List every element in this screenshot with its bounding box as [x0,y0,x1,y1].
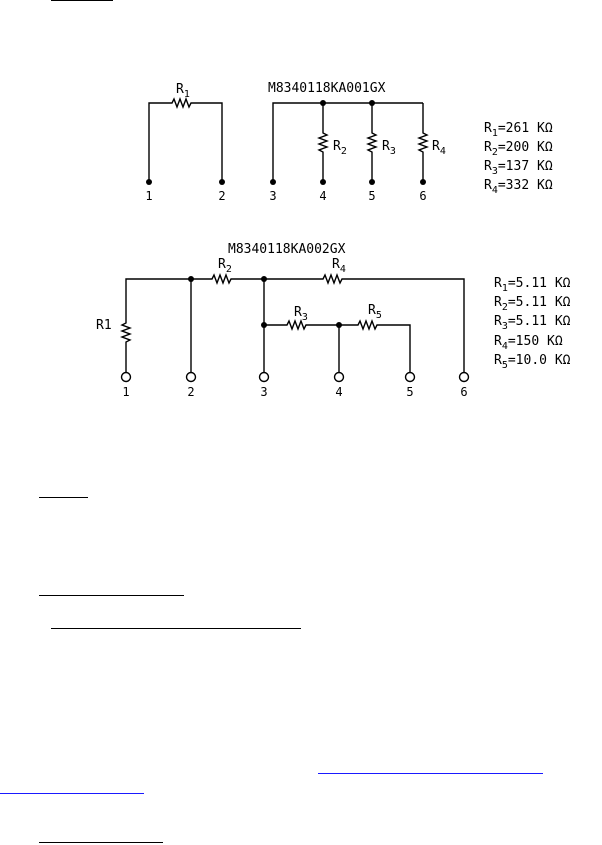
value-row: R2=200 KΩ [484,140,553,158]
pin-label: 6 [419,189,426,203]
resistor-label-r3: R3 [294,305,308,323]
value-row: R4=332 KΩ [484,178,553,196]
junction-dot [320,100,326,106]
resistor-label-r5: R5 [368,303,382,321]
pin-dot [146,179,152,185]
junction-dot [261,276,267,282]
resistor-label-r4: R4 [432,139,446,157]
heading-underline [39,842,163,843]
pin-terminal [185,371,197,383]
pin-label: 2 [218,189,225,203]
heading-underline [39,595,184,596]
resistor-label-r1: R1 [176,82,190,100]
value-row: R2=5.11 KΩ [494,295,571,313]
value-row: R3=137 KΩ [484,159,553,177]
resistor-label-r2: R2 [333,139,347,157]
pin-label: 4 [319,189,326,203]
pin-label: 3 [269,189,276,203]
junction-dot [261,322,267,328]
part-number-1: M8340118KA001GX [268,81,386,96]
resistor-label-r2: R2 [218,257,232,275]
pin-terminal [120,371,132,383]
pin-label: 4 [335,385,342,399]
resistor-label-r4: R4 [332,257,346,275]
heading-underline [51,628,301,629]
pin-label: 6 [460,385,467,399]
pin-terminal [333,371,345,383]
pin-dot [270,179,276,185]
hyperlink-underline[interactable] [318,773,543,774]
value-row: R1=5.11 KΩ [494,276,571,294]
pin-label: 1 [145,189,152,203]
hyperlink-underline[interactable] [0,793,144,794]
pin-terminal [258,371,270,383]
network2-wiring [120,273,465,372]
pin-dot [369,179,375,185]
value-row: R1=261 KΩ [484,121,553,139]
pin-label: 5 [368,189,375,203]
resistor-label-r1: R1 [96,318,112,333]
heading-underline [39,497,88,498]
value-row: R4=150 KΩ [494,334,563,352]
pin-label: 1 [122,385,129,399]
resistor-label-r3: R3 [382,139,396,157]
junction-dot [336,322,342,328]
pin-label: 3 [260,385,267,399]
pin-label: 5 [406,385,413,399]
pin-terminal [458,371,470,383]
pin-dot [320,179,326,185]
heading-underline [51,0,113,1]
value-row: R5=10.0 KΩ [494,353,571,371]
pin-terminal [404,371,416,383]
junction-dot [188,276,194,282]
junction-dot [369,100,375,106]
pin-dot [219,179,225,185]
pin-dot [420,179,426,185]
pin-label: 2 [187,385,194,399]
part-number-2: M8340118KA002GX [228,242,346,257]
value-row: R3=5.11 KΩ [494,314,571,332]
